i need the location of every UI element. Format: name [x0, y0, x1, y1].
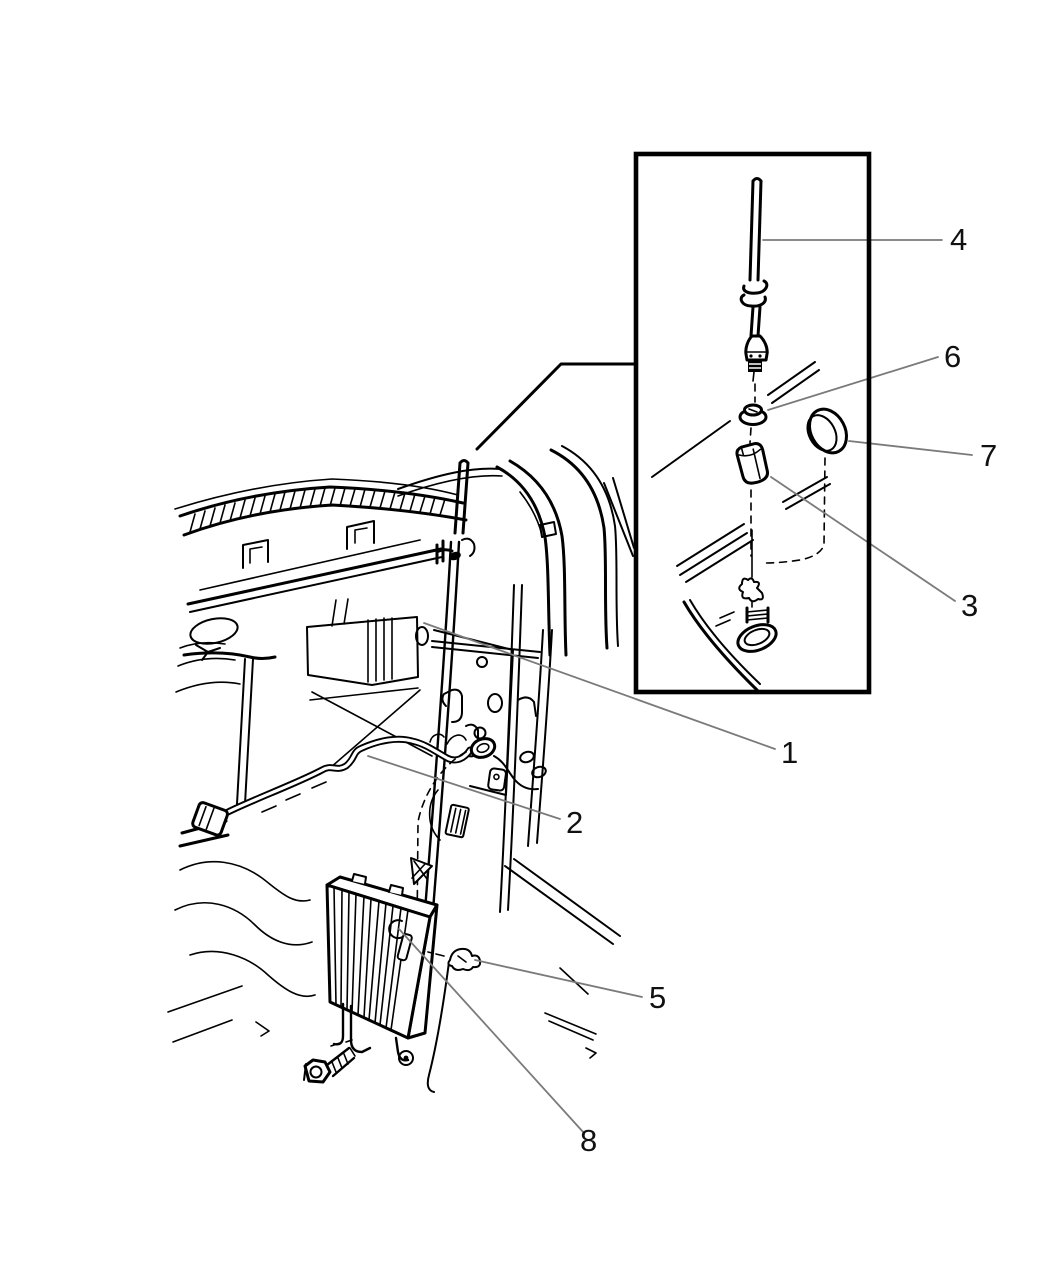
adapter: [735, 442, 769, 485]
mast-base: [744, 334, 769, 382]
inset-clip: [738, 529, 764, 608]
leader-lines: [367, 239, 973, 1134]
callout-5-label: 5: [649, 980, 666, 1015]
mounting-bolt: [303, 1039, 356, 1084]
retainer-clip: [427, 947, 482, 972]
amplifier-face-mark: [388, 919, 405, 940]
cable-routing-dash-line: [410, 751, 467, 1093]
inset-connector-line: [475, 362, 636, 451]
callout-8-label: 8: [580, 1123, 597, 1158]
callout-1-label: 1: [781, 735, 798, 770]
callout-7-label: 7: [980, 438, 997, 473]
amplifier-ribs: [333, 886, 409, 1031]
cap: [764, 407, 848, 564]
cap-nut: [738, 403, 768, 444]
fender-accent-lines: [651, 361, 831, 627]
leader-5: [474, 959, 643, 998]
tape-flag-marker: [410, 857, 433, 885]
antenna-mast: [739, 177, 769, 403]
callouts: 1 2 3 4 5 6 7 8: [566, 222, 997, 1158]
inset-detail-box: [633, 151, 872, 695]
leader-3: [770, 476, 956, 602]
cable-core: [226, 737, 472, 814]
leader-8: [398, 928, 585, 1134]
leader-6: [767, 356, 939, 411]
hood-inner-lines: [167, 860, 316, 1043]
cowl-panel: [175, 520, 443, 693]
a-pillar: [495, 445, 635, 657]
inset-detail-contents: [651, 177, 848, 692]
callout-6-label: 6: [944, 339, 961, 374]
callout-4-label: 4: [950, 222, 967, 257]
cowl-side-bracket: [306, 598, 433, 769]
vehicle-line-art: [167, 362, 636, 1093]
callout-3-label: 3: [961, 588, 978, 623]
antenna-body-base: [682, 599, 778, 692]
cable-connector: [191, 801, 230, 837]
cable-grommet-inner: [476, 742, 490, 754]
antenna-cable: [191, 733, 539, 841]
mast-break-symbol: [739, 279, 769, 308]
cowl-vent-grille: [174, 467, 503, 537]
cable-tab: [444, 803, 470, 839]
door-sill-lines: [504, 858, 621, 1059]
leader-1: [423, 622, 776, 750]
leader-2: [367, 755, 561, 820]
callout-2-label: 2: [566, 805, 583, 840]
cable-grommet: [469, 737, 497, 759]
